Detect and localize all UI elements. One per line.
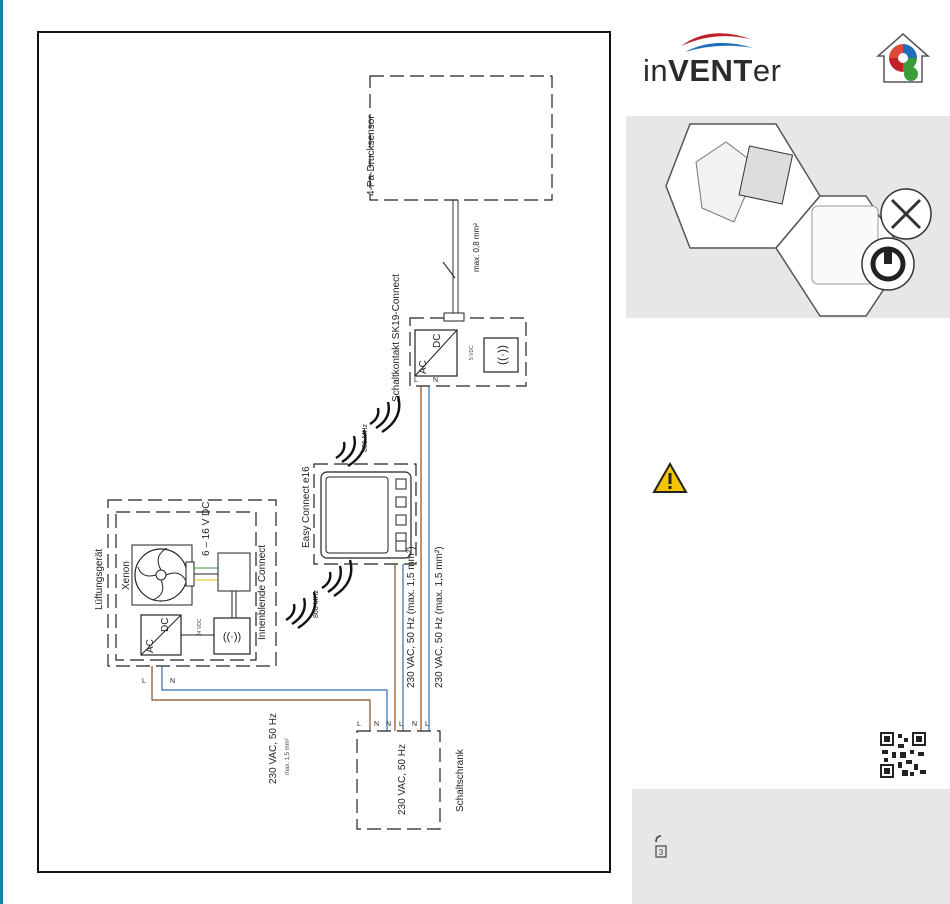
- switch-5vdc-label: 5 VDC: [469, 345, 475, 360]
- easy-connect-label: Easy Connect e16: [301, 466, 312, 548]
- page-edge-stripe: [0, 0, 3, 904]
- svg-text:N: N: [374, 721, 379, 728]
- svg-text:L: L: [399, 721, 403, 728]
- radio-wave-icon: [285, 395, 401, 630]
- ventilation-unit-box: [107, 499, 277, 667]
- cable-right-label: 230 VAC, 50 Hz (max. 1,5 mm²): [434, 546, 445, 688]
- easy-connect-box: [313, 463, 417, 565]
- warning-icon: [652, 462, 688, 493]
- brand-wordmark: inVENTer: [643, 53, 782, 88]
- cable-mid-label: 230 VAC, 50 Hz (max. 1,5 mm²): [406, 546, 417, 688]
- cabinet-label: Schaltschrank: [455, 748, 466, 812]
- product-illustration-panel: [626, 116, 950, 318]
- switch-contact-box: [409, 317, 527, 387]
- pressure-sensor-box: [369, 75, 553, 201]
- radio-868-label-b: 868 MHz: [313, 589, 320, 618]
- house-badge-icon: [876, 33, 930, 83]
- svg-text:3: 3: [659, 848, 664, 857]
- svg-text:L: L: [414, 377, 418, 384]
- cabinet-inner-label: 230 VAC, 50 Hz: [397, 744, 408, 815]
- switch-ac-label: AC: [418, 360, 429, 374]
- connect-label: Innenblende Connect: [257, 545, 268, 640]
- recycle-icon: 3: [655, 835, 667, 858]
- svg-text:N: N: [412, 721, 417, 728]
- svg-text:DC: DC: [160, 618, 171, 632]
- sensor-cable-label: max. 0,8 mm²: [472, 223, 481, 272]
- wiring-diagram-frame: 4-Pa-Drucksensor max. 0,8 mm² AC DC 5 VD…: [37, 31, 611, 873]
- fan-label: Xenon: [121, 561, 132, 590]
- switch-contact-label: Schaltkontakt SK19-Connect: [391, 274, 402, 402]
- vdc-24-label: 24 VDC: [197, 618, 203, 636]
- ventilation-unit-label: Lüftungsgerät: [94, 549, 105, 610]
- radio-868-label-a: 868 MHz: [362, 423, 369, 452]
- footer-panel: 3: [632, 789, 950, 904]
- qr-code: [880, 732, 926, 778]
- cable-left-label: 230 VAC, 50 Hz: [268, 713, 279, 784]
- wiring-diagram: 4-Pa-Drucksensor max. 0,8 mm² AC DC 5 VD…: [94, 75, 553, 830]
- svg-text:N: N: [386, 721, 391, 728]
- svg-text:L: L: [357, 721, 361, 728]
- pressure-sensor-label: 4-Pa-Drucksensor: [366, 115, 377, 196]
- switch-dc-label: DC: [432, 334, 443, 348]
- inventer-logo: [681, 33, 753, 52]
- svg-text:N: N: [170, 678, 175, 685]
- cable-left-sub-label: max. 1,5 mm²: [285, 738, 291, 775]
- cabinet-box: [356, 730, 441, 830]
- svg-text:((·)): ((·)): [495, 345, 509, 365]
- svg-text:N: N: [433, 377, 438, 384]
- svg-text:L: L: [142, 678, 146, 685]
- svg-text:((·)): ((·)): [223, 631, 241, 643]
- svg-text:AC: AC: [145, 639, 156, 653]
- fan-voltage-label: 6 – 16 V DC: [201, 502, 212, 556]
- svg-text:L: L: [425, 721, 429, 728]
